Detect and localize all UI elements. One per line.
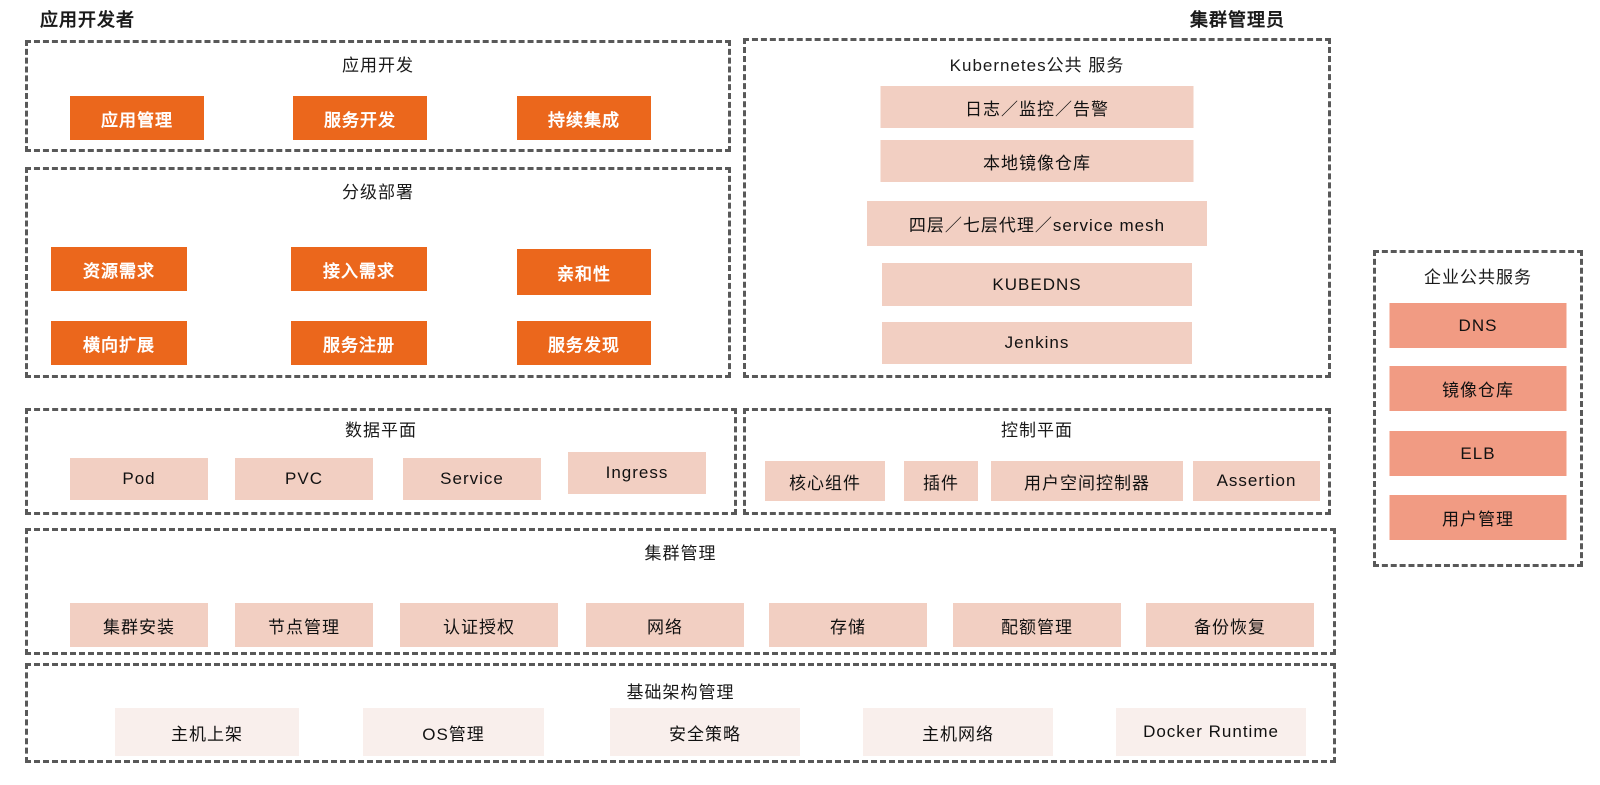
section-title-control-plane: 控制平面 [1001, 421, 1073, 440]
role-label-cluster-admin: 集群管理员 [1190, 10, 1285, 30]
section-enterprise-public-services: 企业公共服务 DNS 镜像仓库 ELB 用户管理 [1373, 250, 1583, 567]
node-service-development: 服务开发 [293, 96, 427, 140]
node-host-network: 主机网络 [863, 708, 1053, 756]
node-os-management: OS管理 [363, 708, 544, 756]
node-service: Service [403, 458, 541, 500]
node-ingress: Ingress [568, 452, 706, 494]
section-data-plane: 数据平面 Pod PVC Service Ingress [25, 408, 737, 515]
section-control-plane: 控制平面 核心组件 插件 用户空间控制器 Assertion [743, 408, 1331, 515]
node-continuous-integration: 持续集成 [517, 96, 651, 140]
node-pod: Pod [70, 458, 208, 500]
node-cluster-install: 集群安装 [70, 603, 208, 647]
node-horizontal-scaling: 横向扩展 [51, 321, 187, 365]
node-elb: ELB [1389, 431, 1567, 476]
node-local-image-registry: 本地镜像仓库 [880, 140, 1194, 182]
node-storage: 存储 [769, 603, 927, 647]
section-title-app-development: 应用开发 [342, 56, 414, 75]
section-title-infrastructure-management: 基础架构管理 [626, 683, 735, 702]
node-quota-management: 配额管理 [953, 603, 1121, 647]
section-graded-deployment: 分级部署 资源需求 接入需求 亲和性 横向扩展 服务注册 服务发现 [25, 167, 731, 378]
node-docker-runtime: Docker Runtime [1116, 708, 1306, 756]
section-title-cluster-management: 集群管理 [644, 544, 717, 563]
node-kubedns: KUBEDNS [882, 263, 1192, 306]
section-title-enterprise-public-services: 企业公共服务 [1424, 268, 1532, 287]
node-service-registration: 服务注册 [291, 321, 427, 365]
node-log-monitor-alert: 日志／监控／告警 [880, 86, 1194, 128]
node-node-management: 节点管理 [235, 603, 373, 647]
section-cluster-management: 集群管理 集群安装 节点管理 认证授权 网络 存储 配额管理 备份恢复 [25, 528, 1336, 655]
node-jenkins: Jenkins [882, 322, 1192, 364]
node-backup-restore: 备份恢复 [1146, 603, 1314, 647]
section-title-data-plane: 数据平面 [345, 421, 417, 440]
node-security-policy: 安全策略 [610, 708, 800, 756]
section-kubernetes-public-services: Kubernetes公共 服务 日志／监控／告警 本地镜像仓库 四层／七层代理／… [743, 38, 1331, 378]
node-app-management: 应用管理 [70, 96, 204, 140]
node-authn-authz: 认证授权 [400, 603, 558, 647]
role-label-app-developer: 应用开发者 [40, 10, 135, 30]
node-dns: DNS [1389, 303, 1567, 348]
node-user-management: 用户管理 [1389, 495, 1567, 540]
node-pvc: PVC [235, 458, 373, 500]
node-affinity: 亲和性 [517, 249, 651, 295]
node-plugins: 插件 [904, 461, 978, 501]
node-core-components: 核心组件 [765, 461, 885, 501]
node-resource-requirements: 资源需求 [51, 247, 187, 291]
node-host-onboarding: 主机上架 [115, 708, 299, 756]
node-l4-l7-proxy-service-mesh: 四层／七层代理／service mesh [867, 201, 1207, 246]
node-userspace-controller: 用户空间控制器 [991, 461, 1183, 501]
node-network: 网络 [586, 603, 744, 647]
node-service-discovery: 服务发现 [517, 321, 651, 365]
section-title-graded-deployment: 分级部署 [342, 183, 414, 202]
node-assertion: Assertion [1193, 461, 1320, 501]
section-title-kubernetes-public-services: Kubernetes公共 服务 [949, 56, 1125, 75]
node-image-registry: 镜像仓库 [1389, 366, 1567, 411]
node-access-requirements: 接入需求 [291, 247, 427, 291]
section-infrastructure-management: 基础架构管理 主机上架 OS管理 安全策略 主机网络 Docker Runtim… [25, 663, 1336, 763]
section-app-development: 应用开发 应用管理 服务开发 持续集成 [25, 40, 731, 152]
